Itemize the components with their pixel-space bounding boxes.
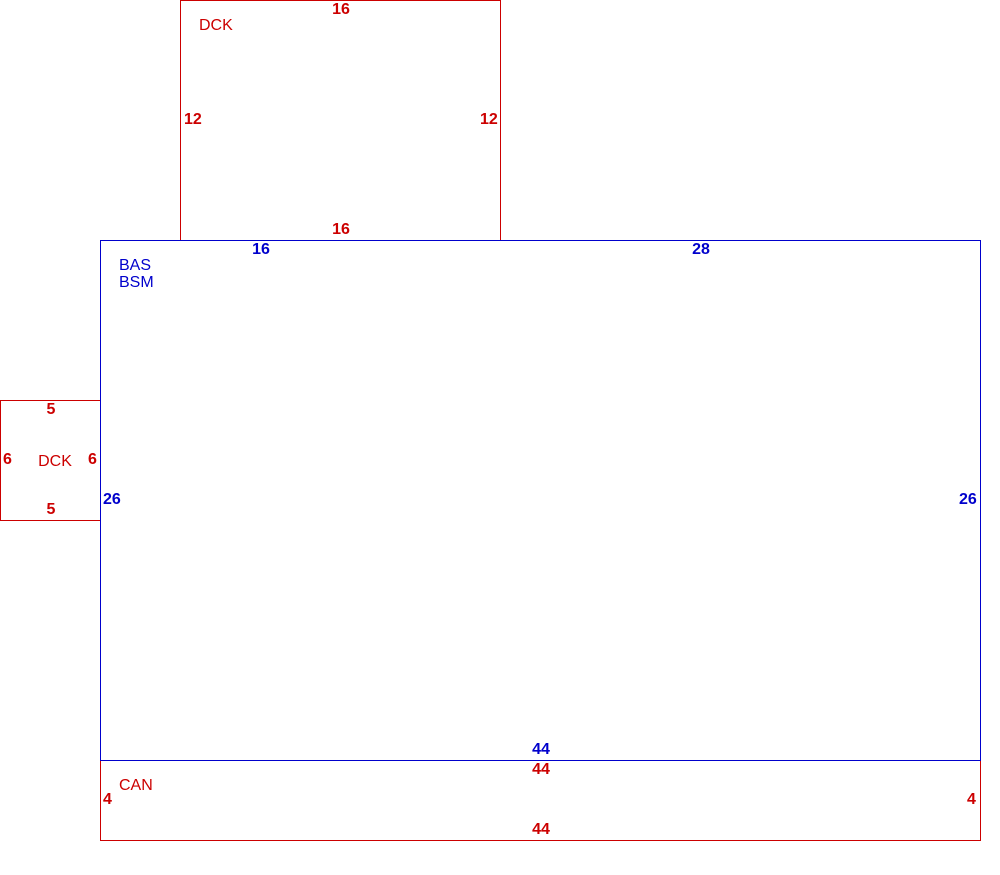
main-area-left-dimension: 26 [103,491,121,508]
main-area-right-dimension: 26 [959,491,977,508]
main-area-outline [100,240,981,761]
deck-left-left-dimension: 6 [3,451,12,468]
main-area-top-right-dimension: 28 [692,241,710,258]
canopy-bottom-dimension: 44 [532,821,550,838]
deck-left-bottom-dimension: 5 [46,501,56,518]
deck-top-bottom-dimension: 16 [332,221,350,238]
deck-top-right-dimension: 12 [480,111,498,128]
canopy-top-dimension: 44 [532,761,550,778]
deck-left-code: DCK [38,453,72,470]
main-area-bottom-dimension: 44 [532,741,550,758]
main-area-subcode: BSM [119,274,154,291]
main-area-top-left-dimension: 16 [252,241,270,258]
deck-left-right-dimension: 6 [88,451,97,468]
canopy-left-dimension: 4 [103,791,112,808]
deck-top-top-dimension: 16 [332,1,350,18]
main-area-code: BAS [119,257,152,274]
deck-left-top-dimension: 5 [46,401,56,418]
canopy-code: CAN [119,777,153,794]
deck-top-outline [180,0,501,241]
deck-top-code: DCK [199,17,233,34]
canopy-right-dimension: 4 [967,791,976,808]
deck-top-left-dimension: 12 [184,111,202,128]
